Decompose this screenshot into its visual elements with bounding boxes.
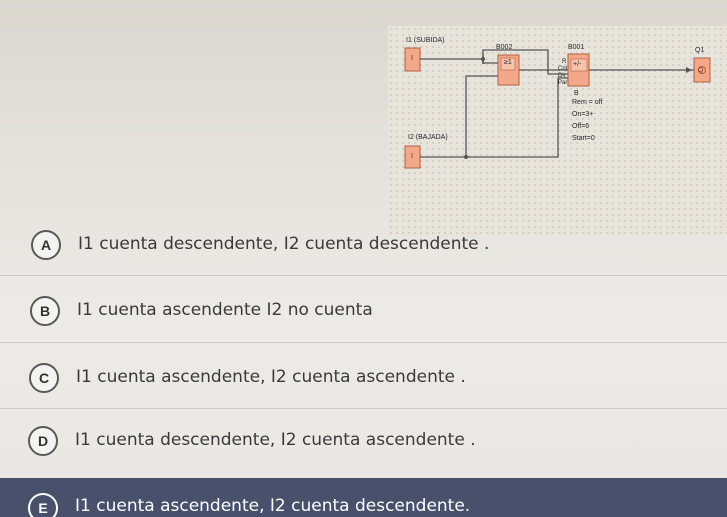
param-off: Off=6 [572,123,590,130]
param-b: B [574,90,579,97]
circuit-wires [404,47,711,169]
option-text-d: I1 cuenta descendente, I2 cuenta ascende… [75,430,476,450]
option-text-c: I1 cuenta ascendente, I2 cuenta ascenden… [76,367,466,387]
option-divider [0,342,727,343]
answer-option-b[interactable]: B I1 cuenta ascendente I2 no cuenta [0,287,727,334]
logic-circuit-diagram: I1 (SUBIDA) I I2 (BAJADA) I B002 ≥1 B001… [388,26,727,236]
option-divider [0,408,727,409]
counter-pin-dir: Dir [558,73,566,79]
i2-box-letter: I [411,153,413,160]
counter-pin-par: Par [558,80,568,86]
param-rem: Rem = off [572,99,603,106]
param-start: Start=0 [572,135,595,142]
i2-label: I2 (BAJADA) [408,134,448,141]
i1-box-letter: I [411,55,413,62]
option-text-a: I1 cuenta descendente, I2 cuenta descend… [78,234,490,254]
counter-block-id: B001 [568,44,585,51]
answer-option-d[interactable]: D I1 cuenta descendente, I2 cuenta ascen… [0,417,727,464]
answer-option-c[interactable]: C I1 cuenta ascendente, I2 cuenta ascend… [0,354,727,401]
i1-label: I1 (SUBIDA) [406,37,445,44]
or-block-symbol: ≥1 [504,59,512,66]
counter-pin-r: R [562,59,567,65]
option-letter-c: C [29,363,59,393]
option-text-b: I1 cuenta ascendente I2 no cuenta [77,300,373,320]
param-on: On=3+ [572,111,594,118]
option-letter-a: A [31,230,61,260]
answer-option-a[interactable]: A I1 cuenta descendente, I2 cuenta desce… [0,221,727,268]
counter-block-symbol: +/- [573,61,582,68]
counter-pin-cnt: Cnt [558,66,568,72]
q1-box-letter: Q [698,67,704,74]
option-divider [0,275,727,276]
or-block-id: B002 [496,44,513,51]
option-text-e: I1 cuenta ascendente, I2 cuenta descende… [75,496,471,516]
q1-label: Q1 [695,47,705,54]
option-letter-d: D [28,426,58,456]
answer-option-e[interactable]: E I1 cuenta ascendente, I2 cuenta descen… [0,478,727,517]
option-letter-e: E [28,493,58,517]
option-letter-b: B [30,296,60,326]
